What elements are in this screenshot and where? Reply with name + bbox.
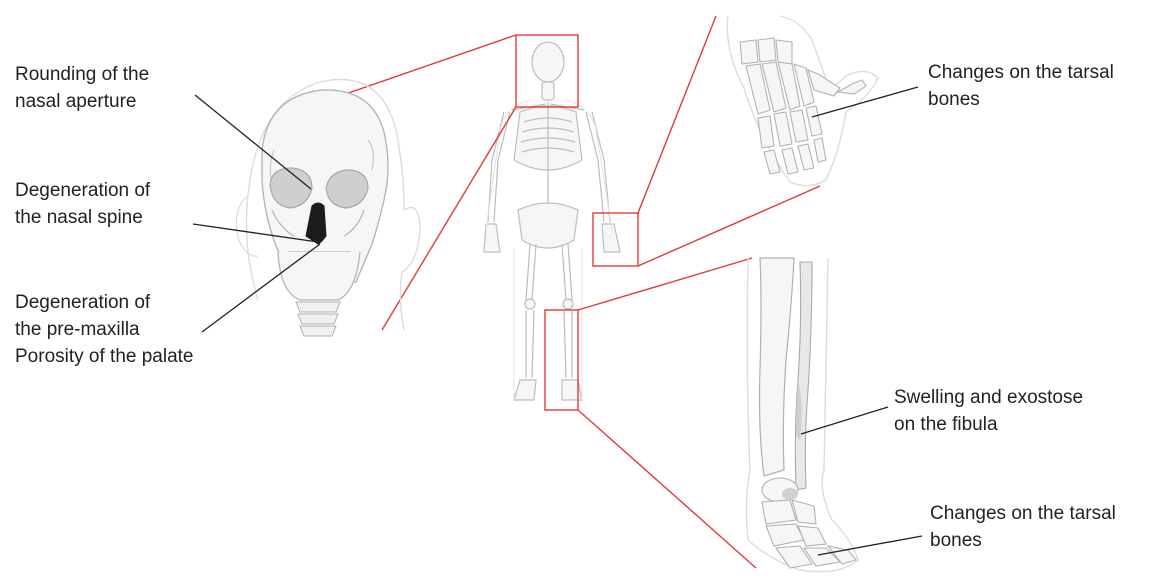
leader-fibula: [801, 407, 888, 434]
leader-foot-tarsal: [818, 536, 922, 555]
label-premaxilla-line1: Degeneration of: [15, 289, 194, 316]
label-hand-tarsal-line2: bones: [928, 86, 1114, 113]
label-foot-tarsal-line1: Changes on the tarsal: [930, 500, 1116, 527]
skull-detail: [236, 79, 420, 336]
fibula: [795, 262, 812, 490]
label-hand-tarsal-line1: Changes on the tarsal: [928, 59, 1114, 86]
tarsal-lesion: [782, 488, 798, 500]
skeleton-neck: [542, 82, 554, 100]
skeleton-pelvis: [518, 203, 578, 248]
label-foot-tarsal-line2: bones: [930, 527, 1116, 554]
skeleton-left-femur: [526, 244, 536, 300]
label-premaxilla-line2: the pre-maxilla: [15, 316, 194, 343]
label-hand-tarsal: Changes on the tarsal bones: [928, 59, 1114, 113]
mandible: [278, 252, 360, 300]
label-palate: Porosity of the palate: [15, 343, 194, 370]
cervical-vertebrae: [296, 302, 340, 336]
skeleton-left-foot: [514, 380, 536, 400]
label-fibula-line2: on the fibula: [894, 411, 1083, 438]
hand-detail: [727, 16, 878, 186]
label-nasal-spine-line1: Degeneration of: [15, 177, 150, 204]
foot-bones: [762, 478, 856, 568]
leg-detail: [746, 258, 858, 572]
skeleton-left-shin: [526, 310, 534, 378]
label-fibula: Swelling and exostose on the fibula: [894, 384, 1083, 438]
label-premaxilla: Degeneration of the pre-maxilla Porosity…: [15, 289, 194, 370]
label-nasal-aperture-line2: nasal aperture: [15, 88, 149, 115]
hand-bones: [740, 38, 866, 174]
label-fibula-line1: Swelling and exostose: [894, 384, 1083, 411]
skeleton-right-hand: [602, 224, 620, 252]
tibia: [760, 258, 795, 476]
full-skeleton: [484, 42, 620, 400]
label-foot-tarsal: Changes on the tarsal bones: [930, 500, 1116, 554]
label-nasal-spine: Degeneration of the nasal spine: [15, 177, 150, 231]
label-nasal-aperture: Rounding of the nasal aperture: [15, 61, 149, 115]
skeleton-right-shin: [564, 310, 572, 378]
label-nasal-aperture-line1: Rounding of the: [15, 61, 149, 88]
skeleton-right-femur: [562, 244, 572, 300]
skeleton-skull: [532, 42, 564, 82]
skeleton-left-arm: [488, 112, 510, 222]
skeleton-right-arm: [586, 112, 610, 222]
label-nasal-spine-line2: the nasal spine: [15, 204, 150, 231]
skeleton-right-foot: [562, 380, 582, 400]
